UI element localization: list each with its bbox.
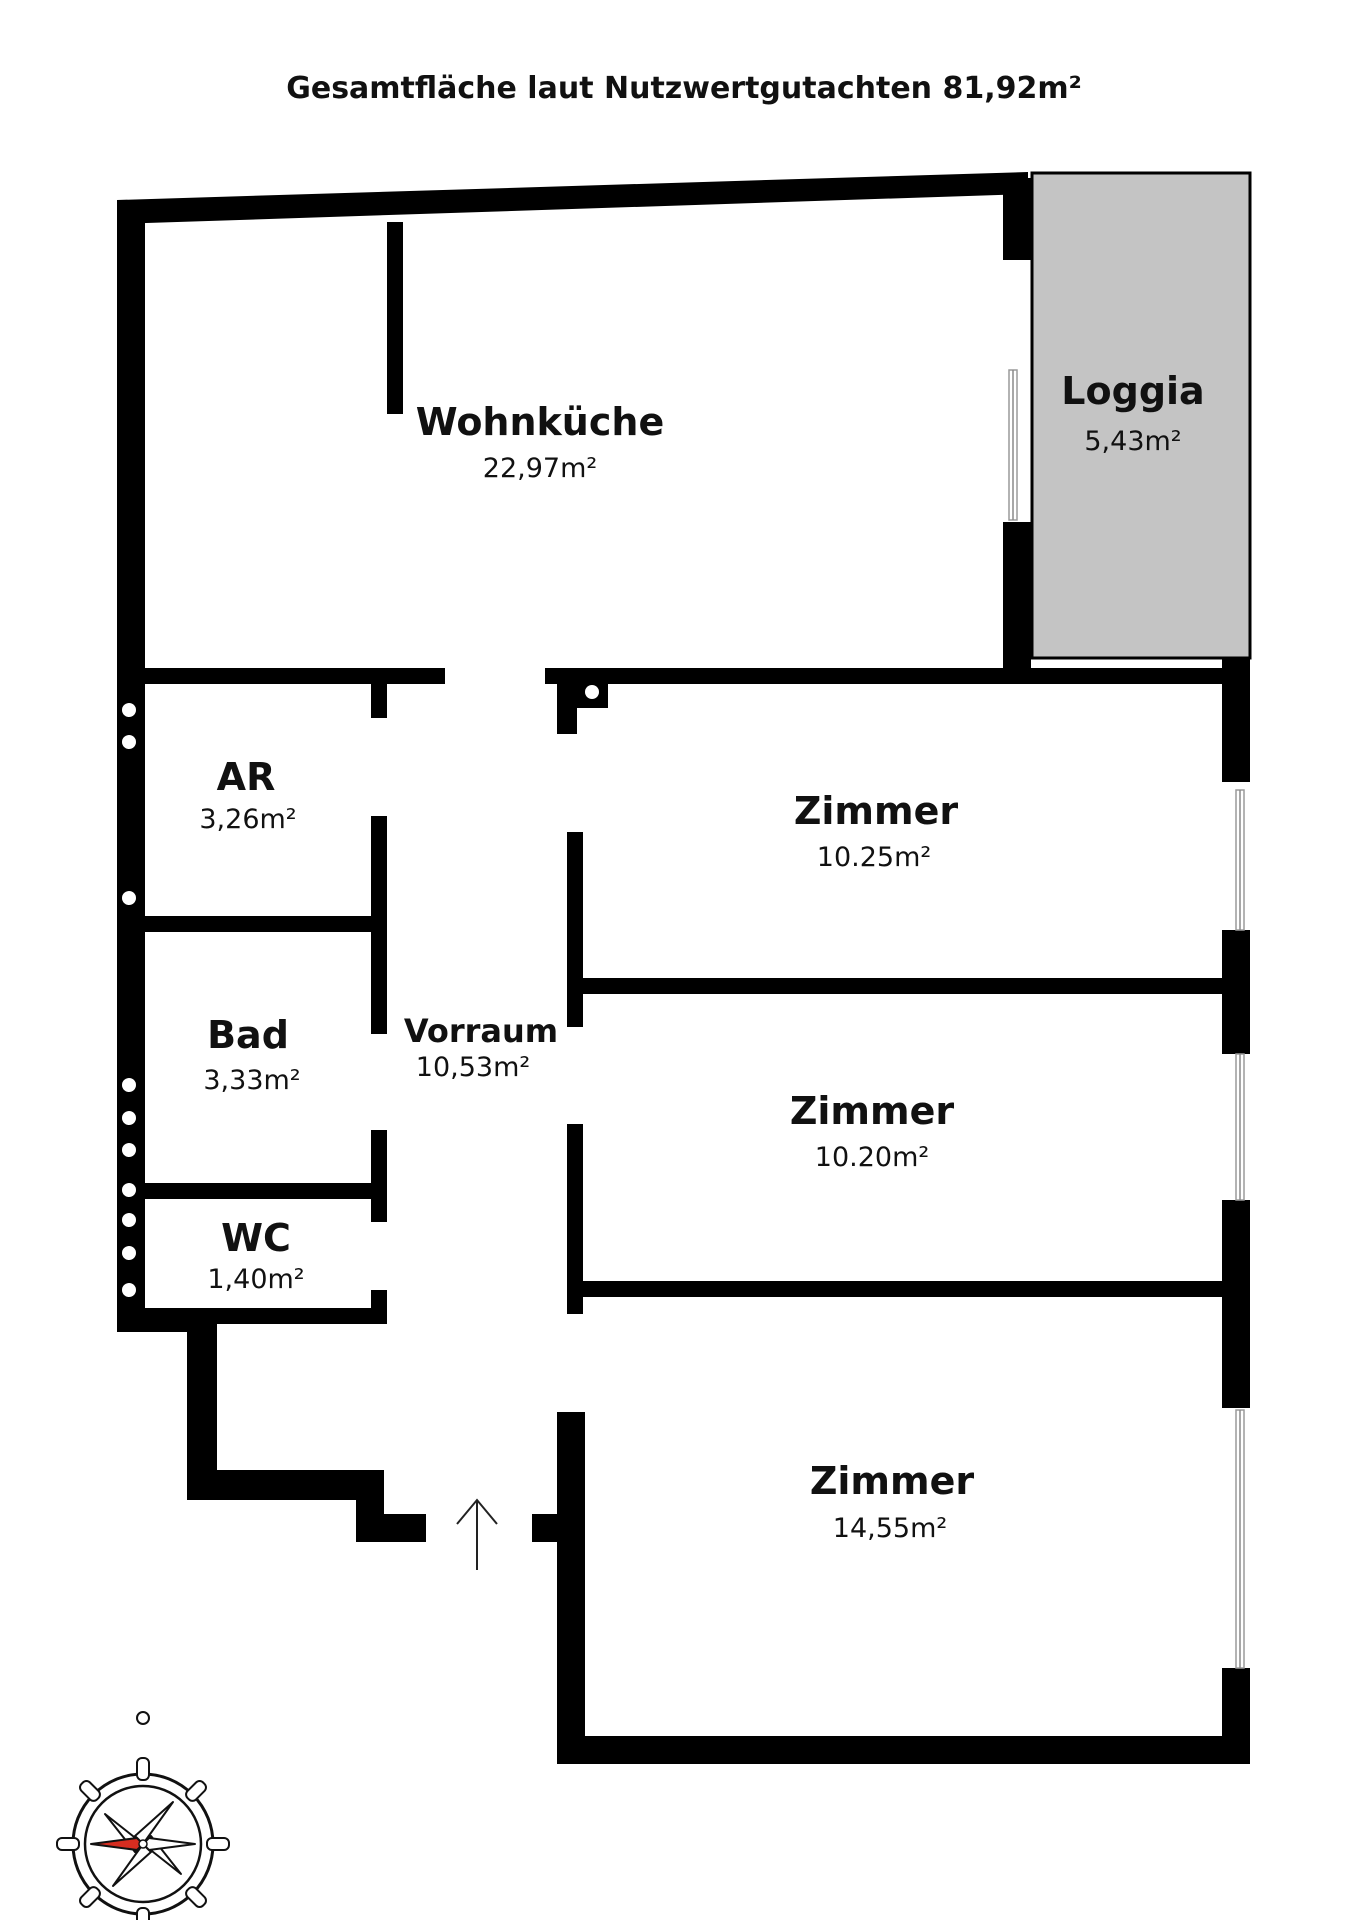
room-name-vorraum: Vorraum [404, 1012, 558, 1050]
compass-rose-icon [56, 1711, 230, 1920]
loggia-area [1030, 171, 1252, 660]
room-name-ar: AR [217, 755, 276, 799]
entrance-arrow-icon [456, 1498, 498, 1570]
room-area-zimmer-1: 10.25m² [817, 842, 931, 873]
room-area-zimmer-3: 14,55m² [833, 1513, 947, 1544]
room-area-wohnkueche: 22,97m² [483, 453, 597, 484]
windows [1008, 369, 1245, 1669]
room-name-wohnkueche: Wohnküche [416, 400, 664, 444]
room-area-wc: 1,40m² [207, 1264, 304, 1295]
room-name-loggia: Loggia [1061, 369, 1204, 413]
room-area-vorraum: 10,53m² [416, 1052, 530, 1083]
installation-dots [122, 222, 599, 1297]
room-area-bad: 3,33m² [203, 1065, 300, 1096]
room-name-bad: Bad [207, 1013, 289, 1057]
room-name-zimmer-3: Zimmer [810, 1459, 975, 1503]
room-name-zimmer-2: Zimmer [790, 1089, 955, 1133]
room-name-wc: WC [221, 1216, 291, 1260]
total-area-title: Gesamtfläche laut Nutzwertgutachten 81,9… [286, 71, 1082, 106]
room-name-zimmer-1: Zimmer [794, 789, 959, 833]
room-area-loggia: 5,43m² [1084, 426, 1181, 457]
room-area-zimmer-2: 10.20m² [815, 1142, 929, 1173]
walls [117, 172, 1250, 1764]
room-area-ar: 3,26m² [199, 804, 296, 835]
